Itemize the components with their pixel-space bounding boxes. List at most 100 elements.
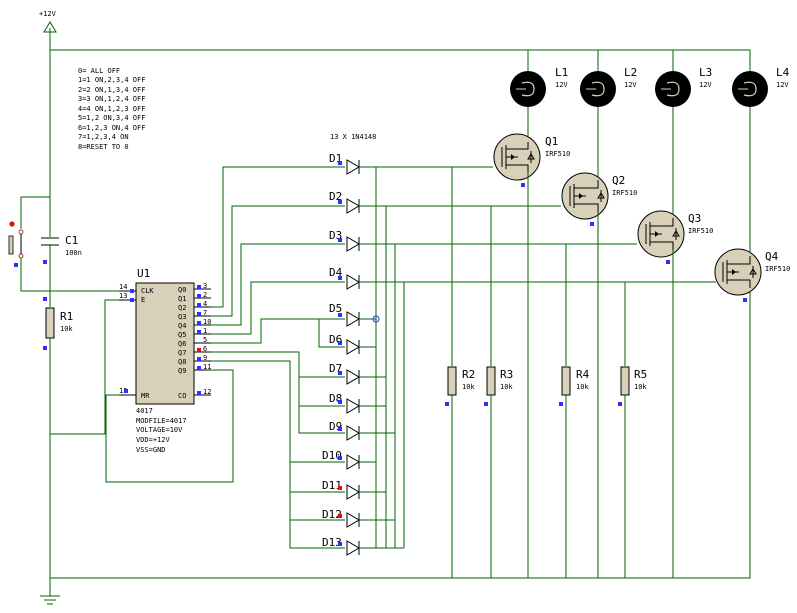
lamp-ref: L4 <box>776 66 790 79</box>
mosfet-q2[interactable]: Q2 IRF510 <box>561 172 637 578</box>
diode-d8[interactable]: D8 <box>329 392 360 414</box>
diode-header: 13 X 1N4148 <box>330 133 376 141</box>
mosfet-part: IRF510 <box>688 227 713 235</box>
u1-pin-name: Q4 <box>178 322 186 330</box>
u1-pin-name: E <box>141 296 145 304</box>
u1-pin-number: 1 <box>203 327 207 335</box>
note-line: 2=2 ON,1,3,4 OFF <box>78 86 145 94</box>
r3-ref: R3 <box>500 368 513 381</box>
lamp-value: 12V <box>624 81 637 89</box>
note-line: 6=1,2,3 ON,4 OFF <box>78 124 145 132</box>
u1-prop: MODFILE=4017 <box>136 417 187 425</box>
diode-or-wiring <box>359 166 716 549</box>
lamp-ref: L3 <box>699 66 712 79</box>
probe-marker <box>372 315 380 323</box>
u1-ref: U1 <box>137 267 150 280</box>
mosfet-part: IRF510 <box>545 150 570 158</box>
u1-prop: VSS=GND <box>136 446 166 454</box>
lamp-l4[interactable]: L4 12V <box>732 66 790 256</box>
u1-pin-number: 15 <box>119 387 127 395</box>
mosfet-ref: Q2 <box>612 174 625 187</box>
note-line: 1=1 ON,2,3,4 OFF <box>78 76 145 84</box>
u1-pin-name: Q6 <box>178 340 186 348</box>
mosfet-part: IRF510 <box>612 189 637 197</box>
u1-pin-name: Q0 <box>178 286 186 294</box>
diode-d1[interactable]: D1 <box>329 152 360 175</box>
u1-pin-number: 7 <box>203 309 207 317</box>
u1-pin-name: Q7 <box>178 349 186 357</box>
note-line: 3=3 ON,1,2,4 OFF <box>78 95 145 103</box>
supply-terminal[interactable]: +12V <box>39 10 57 33</box>
ground-symbol <box>40 595 60 605</box>
truth-table-notes: 0= ALL OFF 1=1 ON,2,3,4 OFF 2=2 ON,1,3,4… <box>78 67 145 151</box>
mosfet-ref: Q3 <box>688 212 701 225</box>
u1-pin-name: Q8 <box>178 358 186 366</box>
c1-ref: C1 <box>65 234 78 247</box>
diode-d4[interactable]: D4 <box>329 266 360 290</box>
u1-pin-number: 2 <box>203 291 207 299</box>
lamp-l3[interactable]: L3 12V <box>655 66 712 218</box>
lamp-l1[interactable]: L1 12V <box>510 66 568 142</box>
u1-pin-name: CO <box>178 392 186 400</box>
r1-ref: R1 <box>60 310 73 323</box>
note-line: 8=RESET TO 0 <box>78 143 129 151</box>
diode-ref: D13 <box>322 536 342 549</box>
diode-d9[interactable]: D9 <box>329 420 360 441</box>
resistor-r3[interactable]: R3 10k <box>484 206 513 578</box>
diode-d10[interactable]: D10 <box>322 449 360 470</box>
lamp-l2[interactable]: L2 12V <box>580 66 637 180</box>
u1-pin-name: CLK <box>141 287 154 295</box>
u1-prop: 4017 <box>136 407 153 415</box>
ic-u1-4017[interactable]: U1 14 13 15 CLK E MR Q0 Q1 Q2 Q3 Q4 Q5 Q… <box>119 267 211 454</box>
u1-prop: VOLTAGE=10V <box>136 426 183 434</box>
mosfet-q3[interactable]: Q3 IRF510 <box>637 210 713 578</box>
r4-ref: R4 <box>576 368 590 381</box>
r4-value: 10k <box>576 383 589 391</box>
u1-pin-number: 4 <box>203 300 207 308</box>
mosfet-q4[interactable]: Q4 IRF510 <box>714 248 790 302</box>
diode-d7[interactable]: D7 <box>329 362 360 385</box>
u1-pin-number: 9 <box>203 354 207 362</box>
r3-value: 10k <box>500 383 513 391</box>
diode-d12[interactable]: D12 <box>322 508 360 528</box>
supply-label: +12V <box>39 10 57 18</box>
u1-prop: VDD=+12V <box>136 436 171 444</box>
lamp-value: 12V <box>699 81 712 89</box>
u1-pin-name: MR <box>141 392 150 400</box>
lamp-ref: L1 <box>555 66 568 79</box>
diode-ref: D2 <box>329 190 342 203</box>
resistor-r5[interactable]: R5 10k <box>618 282 647 578</box>
resistor-r2[interactable]: R2 10k <box>445 167 475 578</box>
diode-d5[interactable]: D5 <box>329 302 360 327</box>
u1-pin-number: 5 <box>203 336 207 344</box>
diode-ref: D5 <box>329 302 342 315</box>
u1-pin-name: Q2 <box>178 304 186 312</box>
r2-value: 10k <box>462 383 475 391</box>
resistor-r1[interactable]: R1 10k <box>43 291 135 435</box>
capacitor-c1[interactable]: C1 100n <box>41 197 82 291</box>
ground-rail <box>49 292 751 596</box>
mosfet-q1[interactable]: Q1 IRF510 <box>493 133 570 578</box>
u1-pin-number: 3 <box>203 282 207 290</box>
u1-pin-name: Q9 <box>178 367 186 375</box>
note-line: 0= ALL OFF <box>78 67 120 75</box>
r5-ref: R5 <box>634 368 647 381</box>
diode-d3[interactable]: D3 <box>329 229 360 252</box>
resistor-r4[interactable]: R4 10k <box>559 244 590 578</box>
mosfet-part: IRF510 <box>765 265 790 273</box>
diode-ref: D9 <box>329 420 342 433</box>
note-line: 4=4 ON,1,2,3 OFF <box>78 105 145 113</box>
counter-output-wires <box>211 166 345 549</box>
diode-d2[interactable]: D2 <box>329 190 360 214</box>
u1-pin-number: 13 <box>119 292 127 300</box>
power-rail <box>49 28 751 197</box>
lamp-ref: L2 <box>624 66 637 79</box>
diode-d6[interactable]: D6 <box>329 333 360 355</box>
diode-ref: D11 <box>322 479 342 492</box>
diode-d11[interactable]: D11 <box>322 479 360 500</box>
diode-ref: D10 <box>322 449 342 462</box>
diode-d13[interactable]: D13 <box>322 536 360 556</box>
diode-ref: D12 <box>322 508 342 521</box>
reset-wire <box>105 369 234 483</box>
